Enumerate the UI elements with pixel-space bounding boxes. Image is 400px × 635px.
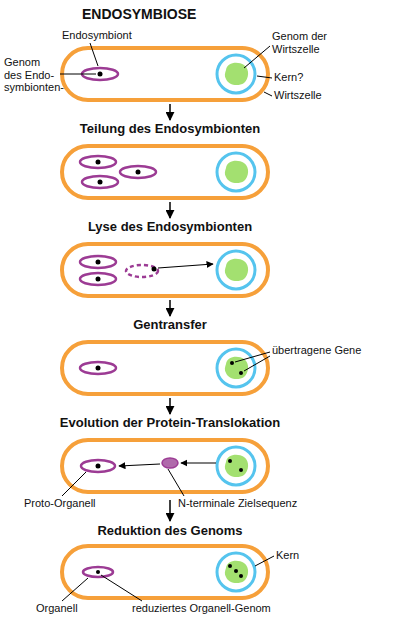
leader-line: [244, 356, 270, 371]
host-cell: [62, 440, 268, 492]
endosymbiont: [80, 256, 116, 268]
transfer-arrow: [158, 264, 213, 268]
gene-dot: [234, 569, 238, 573]
leader-line: [255, 556, 274, 566]
endosymbiont: [82, 176, 118, 188]
gene-dot: [228, 564, 232, 568]
host-cell: [62, 342, 268, 394]
leader-line: [60, 74, 96, 75]
part-label: übertragene Gene: [272, 344, 382, 357]
endosymbiont: [80, 156, 116, 168]
protein: [162, 458, 178, 468]
diagram-title: ENDOSYMBIOSE: [82, 6, 196, 22]
gene-dot: [230, 361, 234, 365]
step-arrow: [169, 300, 171, 316]
part-label: Wirtszelle: [274, 89, 322, 102]
gene-dot: [239, 468, 243, 472]
gene-dot: [239, 574, 243, 578]
endosymbiont: [80, 362, 116, 374]
genome-dot: [96, 366, 101, 371]
step-heading: Evolution der Protein-Translokation: [60, 416, 280, 431]
genome-dot: [98, 72, 103, 77]
part-label: N-terminale Zielsequenz: [178, 497, 297, 510]
genome-dot: [136, 170, 141, 175]
part-label: Genom des Endo- symbionten-: [4, 56, 60, 94]
genome-dot: [152, 267, 157, 272]
genome-dot: [96, 464, 101, 469]
step-arrow: [169, 398, 171, 414]
host-cell: [62, 244, 268, 296]
proto-organelle: [81, 460, 115, 472]
part-label: Kern?: [274, 71, 303, 84]
genome-dot: [98, 180, 103, 185]
lysed-endosymbiont: [126, 265, 158, 277]
endosymbiont: [80, 273, 116, 285]
leader-line: [101, 575, 142, 601]
step-arrow: [169, 202, 171, 218]
genome-dot: [96, 260, 101, 265]
leader-line: [62, 578, 88, 601]
leader-line: [62, 472, 86, 496]
endosymbiont: [120, 166, 156, 178]
translocation-arrow: [181, 462, 216, 463]
step-arrow: [169, 500, 171, 521]
step-heading: Gentransfer: [133, 318, 207, 333]
gene-dot: [239, 371, 243, 375]
step-heading: Lyse des Endosymbionten: [88, 220, 252, 235]
part-label: Proto-Organell: [24, 497, 96, 510]
gene-dot: [228, 459, 232, 463]
part-label: Organell: [36, 602, 78, 615]
step-arrow: [169, 104, 171, 120]
leader-line: [257, 76, 272, 78]
part-label: Endosymbiont: [62, 29, 132, 42]
part-label: Kern: [276, 549, 299, 562]
leader-line: [235, 352, 270, 362]
translocation-arrow: [119, 464, 160, 466]
part-label: Genom der Wirtszelle: [272, 30, 362, 55]
step-heading: Reduktion des Genoms: [97, 524, 242, 539]
host-cell: [62, 546, 268, 598]
leader-line: [90, 43, 98, 66]
part-label: reduziertes Organell-Genom: [132, 602, 271, 615]
leader-line: [264, 92, 272, 96]
organelle: [83, 567, 113, 577]
genome-dot: [96, 570, 100, 574]
genome-dot: [96, 160, 101, 165]
leader-line: [168, 469, 184, 496]
leader-line: [244, 46, 270, 68]
host-cell: [62, 146, 268, 198]
genome-dot: [96, 277, 101, 282]
step-heading: Teilung des Endosymbionten: [80, 122, 260, 137]
